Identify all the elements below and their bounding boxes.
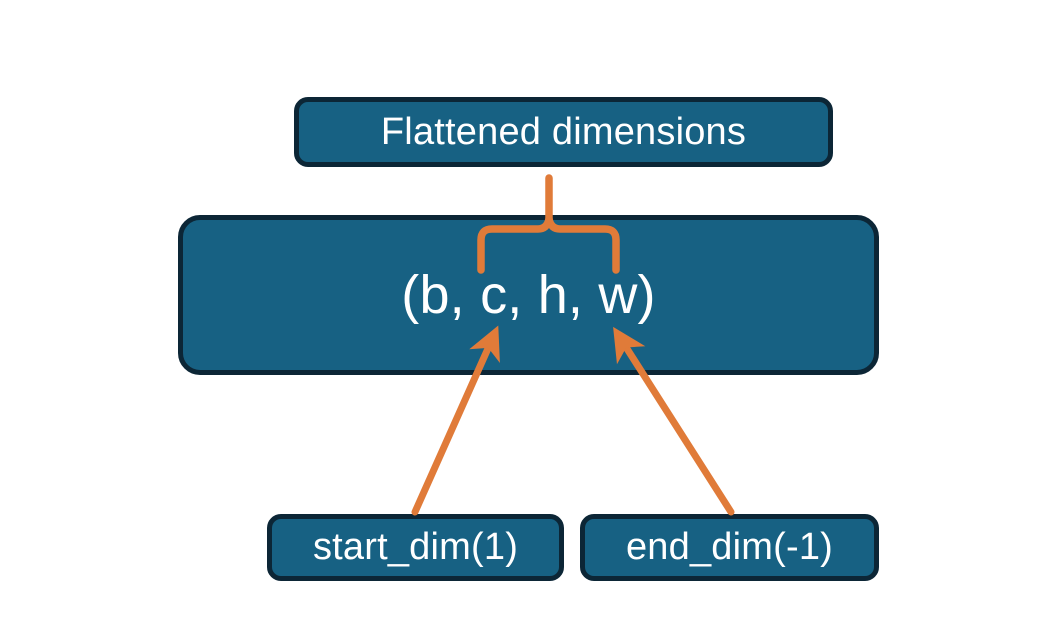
tensor-shape-box: (b, c, h, w) (178, 215, 879, 375)
tensor-shape-label: (b, c, h, w) (401, 265, 656, 325)
flattened-dimensions-box: Flattened dimensions (294, 97, 833, 167)
flattened-dimensions-label: Flattened dimensions (380, 110, 747, 153)
start-dim-label: start_dim(1) (312, 526, 519, 568)
start-dim-box: start_dim(1) (267, 514, 564, 581)
end-dim-box: end_dim(-1) (580, 514, 879, 581)
end-dim-label: end_dim(-1) (625, 526, 834, 568)
